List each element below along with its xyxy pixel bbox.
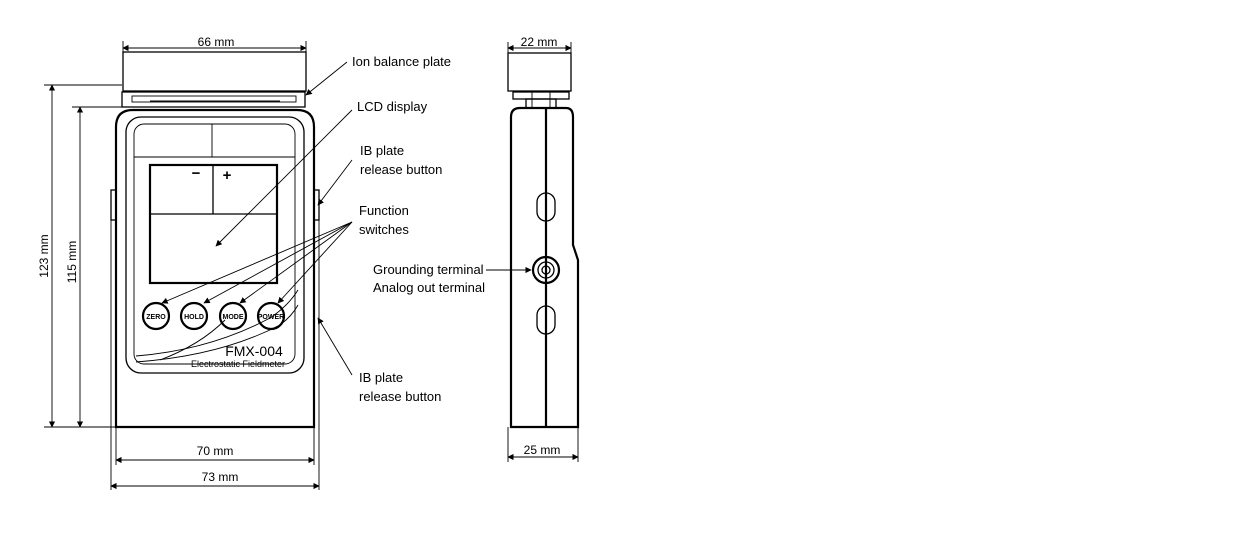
callout-labels: Ion balance plate LCD display IB plate r…	[352, 54, 485, 404]
meter-body	[114, 108, 316, 429]
label-ib-release-top-2: release button	[360, 162, 442, 177]
release-tab-left	[110, 189, 117, 221]
dim-22mm: 22 mm	[521, 35, 558, 49]
button-mode[interactable]: MODE	[218, 301, 248, 331]
side-oval-bottom	[536, 305, 556, 335]
label-ib-release-bottom-1: IB plate	[359, 370, 403, 385]
dim-70mm: 70 mm	[197, 444, 234, 458]
model-name: FMX-004	[225, 343, 283, 359]
model-subtitle: Electrostatic Fieldmeter	[191, 359, 285, 369]
label-function-switches-1: Function	[359, 203, 409, 218]
side-view: 22 mm 25 mm	[486, 35, 580, 462]
label-grounding-terminal: Grounding terminal	[373, 262, 484, 277]
plus-sign: +	[223, 167, 232, 184]
label-function-switches-2: switches	[359, 222, 409, 237]
grounding-terminal	[531, 255, 561, 285]
svg-text:MODE: MODE	[223, 314, 244, 321]
dim-66mm: 66 mm	[198, 35, 235, 49]
side-body	[509, 106, 580, 429]
label-ion-balance-plate: Ion balance plate	[352, 54, 451, 69]
plate-holder	[121, 91, 306, 108]
side-oval-top	[536, 192, 556, 222]
label-ib-release-top-1: IB plate	[360, 143, 404, 158]
label-lcd-display: LCD display	[357, 99, 428, 114]
front-view: − + ZERO HOLD MODE POWER FMX-004 Electro…	[37, 35, 353, 490]
dim-73mm: 73 mm	[202, 470, 239, 484]
svg-text:ZERO: ZERO	[146, 314, 166, 321]
dim-115mm: 115 mm	[65, 241, 79, 283]
ion-balance-plate	[122, 51, 307, 92]
dim-123mm: 123 mm	[37, 234, 51, 277]
dim-25mm: 25 mm	[524, 443, 561, 457]
label-analog-out-terminal: Analog out terminal	[373, 280, 485, 295]
button-hold[interactable]: HOLD	[179, 301, 209, 331]
button-zero[interactable]: ZERO	[141, 301, 171, 331]
label-ib-release-bottom-2: release button	[359, 389, 441, 404]
minus-sign: −	[192, 165, 201, 182]
front-panel	[125, 116, 305, 374]
svg-text:HOLD: HOLD	[184, 314, 204, 321]
side-ion-plate	[507, 52, 572, 92]
